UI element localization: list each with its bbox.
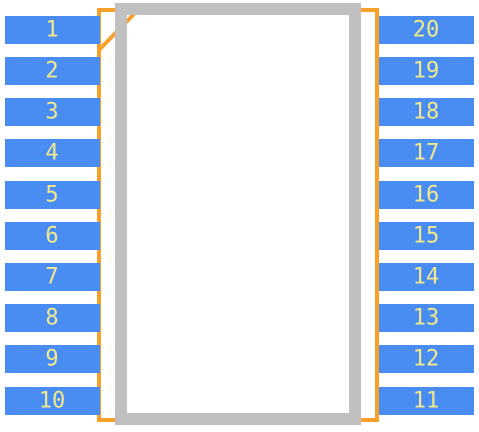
pad [379, 139, 474, 167]
pad [379, 222, 474, 250]
pin-19: 19 [379, 57, 474, 85]
pin-7: 7 [5, 263, 100, 291]
pad [379, 57, 474, 85]
pad [5, 263, 100, 291]
pin-11: 11 [379, 387, 474, 415]
pad [5, 57, 100, 85]
pin-label: 16 [413, 183, 440, 208]
pin-label: 12 [413, 347, 440, 372]
pin-5: 5 [5, 181, 100, 209]
pin-10: 10 [5, 387, 100, 415]
pin-13: 13 [379, 304, 474, 332]
pad [379, 263, 474, 291]
pin-label: 15 [413, 224, 440, 249]
pad [379, 181, 474, 209]
pin-label: 7 [45, 265, 58, 290]
pin-1: 1 [5, 16, 100, 44]
pin-label: 3 [45, 100, 58, 125]
pin-14: 14 [379, 263, 474, 291]
pad [379, 304, 474, 332]
package-body [115, 3, 361, 425]
pin-6: 6 [5, 222, 100, 250]
pad [379, 345, 474, 373]
pin-label: 11 [413, 389, 440, 414]
pin-20: 20 [379, 16, 474, 44]
pad [5, 304, 100, 332]
pad [5, 139, 100, 167]
pin-label: 14 [413, 265, 440, 290]
component-outline [97, 8, 379, 422]
pin-label: 6 [45, 224, 58, 249]
pin-18: 18 [379, 98, 474, 126]
pin-label: 1 [45, 18, 58, 43]
pin-label: 20 [413, 18, 440, 43]
pin-label: 13 [413, 306, 440, 331]
pin-12: 12 [379, 345, 474, 373]
pin-16: 16 [379, 181, 474, 209]
pin-9: 9 [5, 345, 100, 373]
outline-left-bracket [97, 8, 120, 422]
pin-4: 4 [5, 139, 100, 167]
pin-label: 10 [39, 389, 66, 414]
pad [5, 98, 100, 126]
pin-2: 2 [5, 57, 100, 85]
pad [5, 387, 100, 415]
pin-label: 4 [45, 141, 58, 166]
pin-17: 17 [379, 139, 474, 167]
pin-label: 9 [45, 347, 58, 372]
pad [379, 16, 474, 44]
pad [379, 98, 474, 126]
pad [5, 222, 100, 250]
pin-label: 17 [413, 141, 440, 166]
pad [379, 387, 474, 415]
pin-15: 15 [379, 222, 474, 250]
pad [5, 345, 100, 373]
pin-label: 18 [413, 100, 440, 125]
right-pad-column: 20 19 18 17 16 15 14 13 [379, 16, 474, 415]
pin-label: 8 [45, 306, 58, 331]
pad [5, 181, 100, 209]
pin-3: 3 [5, 98, 100, 126]
outline-right-bracket [354, 8, 379, 422]
pin-label: 5 [45, 183, 58, 208]
pad [5, 16, 100, 44]
pin-8: 8 [5, 304, 100, 332]
left-pad-column: 1 2 3 4 5 6 7 8 [5, 16, 100, 415]
pin-label: 19 [413, 59, 440, 84]
pin-label: 2 [45, 59, 58, 84]
